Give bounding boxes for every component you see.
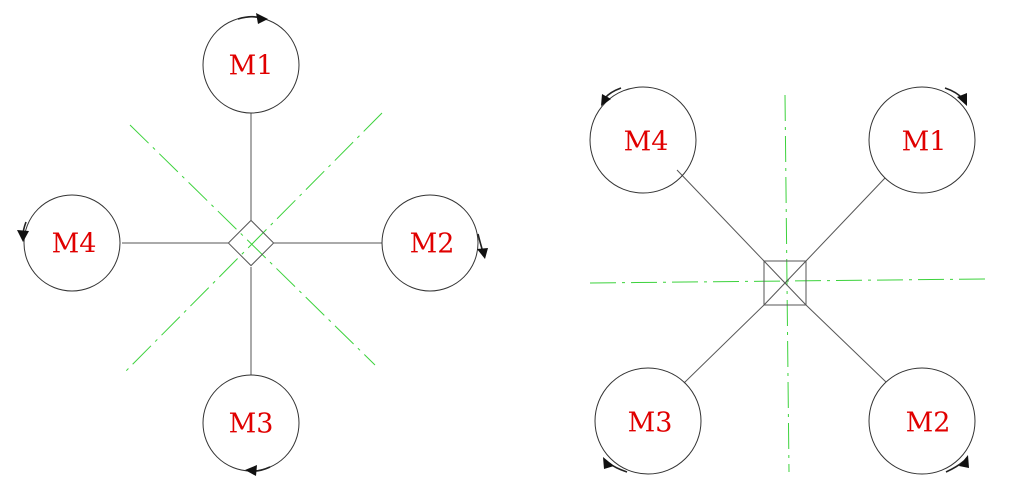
plus-hub [227, 219, 275, 267]
plus-m2-rotation-arrowhead [477, 248, 488, 259]
x-rotor-m3 [594, 367, 702, 475]
plus-configuration-diagram: M1 M2 M3 M4 [17, 13, 488, 476]
x-m4-rotation-arrowhead [601, 94, 611, 106]
x-arm-m1 [805, 177, 886, 262]
plus-m3-rotation-arrowhead [245, 465, 257, 476]
x-label-m1: M1 [902, 127, 947, 158]
x-axis-vertical [784, 94, 790, 473]
x-label-m2: M2 [906, 408, 951, 439]
x-rotor-m4 [589, 86, 697, 194]
x-m3-rotation-arrowhead [603, 457, 614, 469]
plus-axis-diagonal-a [129, 124, 376, 366]
x-m2-rotation-arrowhead [959, 455, 969, 468]
x-arm-m4 [676, 169, 765, 262]
x-label-m4: M4 [624, 127, 669, 158]
plus-label-m2: M2 [410, 229, 455, 260]
plus-label-m4: M4 [52, 229, 97, 260]
x-configuration-diagram: M1 M2 M3 M4 [589, 86, 986, 475]
plus-m4-rotation-arrowhead [17, 230, 29, 242]
plus-rotor-m2 [381, 194, 479, 292]
plus-rotor-m4 [23, 194, 121, 292]
x-arm-m2 [805, 304, 887, 383]
x-rotor-m1 [868, 86, 976, 194]
x-hub [763, 260, 807, 306]
plus-label-m3: M3 [229, 409, 274, 440]
x-m1-rotation-arrowhead [957, 93, 967, 106]
x-arm-m3 [683, 304, 765, 384]
x-rotor-m2 [868, 367, 976, 475]
plus-m1-rotation-arrowhead [256, 13, 268, 24]
x-hub-diagonal-b [763, 260, 807, 306]
plus-axis-diagonal-b [123, 112, 383, 374]
x-label-m3: M3 [628, 408, 673, 439]
plus-label-m1: M1 [229, 51, 274, 82]
